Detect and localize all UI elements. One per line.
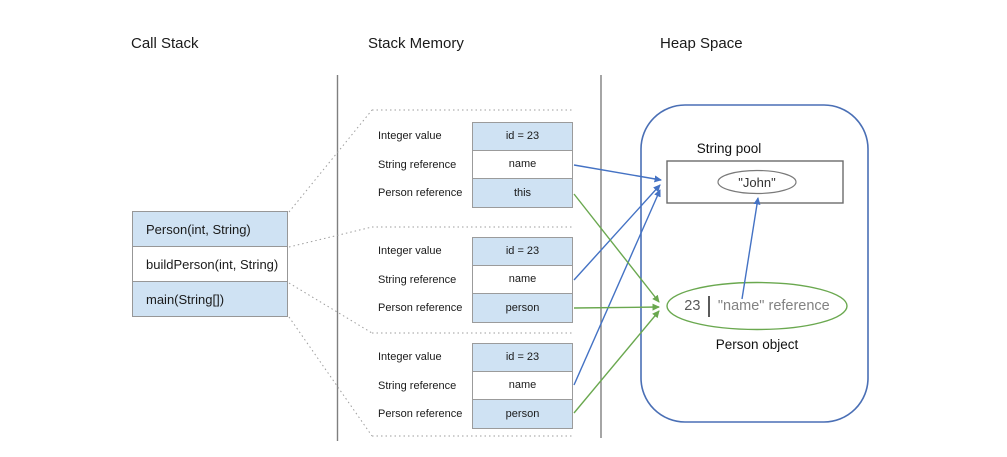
person-name-reference: "name" reference [717,298,830,314]
person-object-ellipse [666,281,848,331]
memory-row-label: String reference [378,158,457,171]
stack-memory-group-person: Integer value id = 23 String reference n… [378,122,573,208]
memory-row-value: id = 23 [472,237,573,266]
stack-frame-buildperson: buildPerson(int, String) [132,246,288,282]
person-id-value: 23 [684,298,701,314]
memory-row-value: person [472,399,573,429]
memory-row-label: Person reference [378,302,463,315]
string-reference-arrows [573,164,761,386]
memory-row-label: Person reference [378,187,463,200]
memory-row-label: String reference [378,273,457,286]
stack-frame-person: Person(int, String) [132,211,288,247]
stack-memory-group-buildperson: Integer value id = 23 String reference n… [378,237,573,323]
call-stack-frames: Person(int, String) buildPerson(int, Str… [132,211,288,317]
memory-row-label: String reference [378,379,457,392]
call-stack-title: Call Stack [131,35,199,52]
stack-frame-main: main(String[]) [132,281,288,317]
john-string-literal: "John" [738,175,776,190]
memory-row: Integer value id = 23 [378,343,573,372]
memory-row-value: name [472,149,573,179]
memory-row-value: name [472,370,573,400]
heap-space-title: Heap Space [660,35,743,52]
heap-container-outline [640,104,869,423]
memory-row-label: Person reference [378,408,463,421]
memory-row-value: person [472,293,573,323]
memory-row-label: Integer value [378,245,442,258]
dotted-connectors [288,109,573,437]
person-object-fields: 23 "name" reference [667,293,847,319]
memory-row-value: id = 23 [472,122,573,151]
memory-row: Person reference this [378,178,573,208]
stack-memory-group-main: Integer value id = 23 String reference n… [378,343,573,429]
memory-row: String reference name [378,149,573,179]
memory-row-value: id = 23 [472,343,573,372]
memory-row: String reference name [378,264,573,294]
field-divider [708,295,710,317]
memory-row-value: name [472,264,573,294]
memory-row-value: this [472,178,573,208]
memory-row: Person reference person [378,293,573,323]
string-pool-label: String pool [696,141,762,156]
memory-row: Person reference person [378,399,573,429]
memory-row-label: Integer value [378,130,442,143]
memory-row: Integer value id = 23 [378,122,573,151]
stack-memory-title: Stack Memory [368,35,464,52]
person-reference-arrows [573,193,660,414]
john-ellipse [717,169,797,195]
memory-row: String reference name [378,370,573,400]
person-object-label: Person object [715,337,799,352]
memory-row: Integer value id = 23 [378,237,573,266]
memory-row-label: Integer value [378,351,442,364]
